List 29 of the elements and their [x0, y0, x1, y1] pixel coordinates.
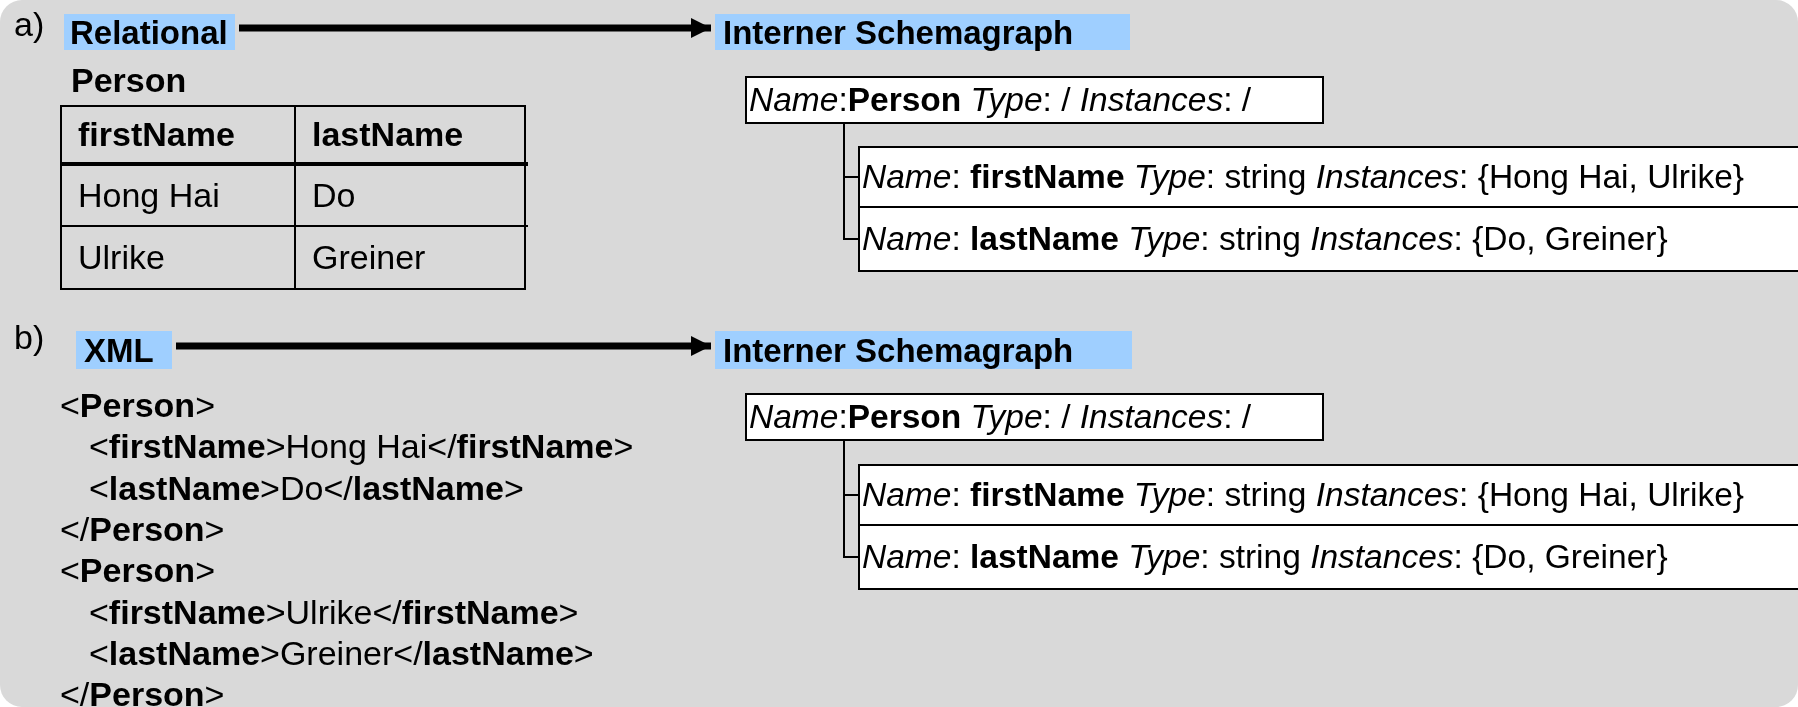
- xml-code-line: <lastName>Do</lastName>: [89, 467, 524, 509]
- section-title-tag: Relational: [64, 14, 235, 50]
- table-cell: Hong Hai: [62, 166, 296, 227]
- table-cell: Ulrike: [62, 227, 296, 288]
- schema-node-box: Name:Person Type: / Instances: /: [745, 393, 1324, 441]
- section-title-tag: Interner Schemagraph: [715, 331, 1132, 369]
- table-title: Person: [71, 60, 187, 101]
- xml-code-line: </Person>: [60, 508, 225, 550]
- xml-code-line: <firstName>Ulrike</firstName>: [89, 591, 579, 633]
- tree-connector: [843, 123, 859, 240]
- section-title-tag: Interner Schemagraph: [715, 14, 1130, 50]
- section-title-tag: XML: [76, 331, 172, 369]
- schema-node-box: Name: lastName Type: string Instances: {Do, Greiner}: [858, 524, 1798, 590]
- table-header-cell: firstName: [62, 107, 296, 166]
- schema-node-box: Name:Person Type: / Instances: /: [745, 76, 1324, 124]
- xml-code-line: <Person>: [60, 550, 215, 592]
- table-cell: Do: [296, 166, 528, 227]
- panel-letter: a): [14, 4, 45, 45]
- xml-code-line: </Person>: [60, 674, 225, 707]
- schema-node-box: Name: firstName Type: string Instances: {Hong Hai, Ulrike}: [858, 146, 1798, 208]
- tree-connector: [843, 440, 859, 558]
- xml-code-line: <Person>: [60, 385, 215, 426]
- schema-node-box: Name: firstName Type: string Instances: {Hong Hai, Ulrike}: [858, 464, 1798, 526]
- schema-node-box: Name: lastName Type: string Instances: {Do, Greiner}: [858, 206, 1798, 272]
- table-cell-text: Greiner: [311, 237, 427, 278]
- xml-code-line: <firstName>Hong Hai</firstName>: [89, 426, 634, 468]
- table-header-cell: lastName: [296, 107, 528, 166]
- xml-code-line: <lastName>Greiner</lastName>: [89, 632, 594, 674]
- panel-letter: b): [14, 317, 45, 358]
